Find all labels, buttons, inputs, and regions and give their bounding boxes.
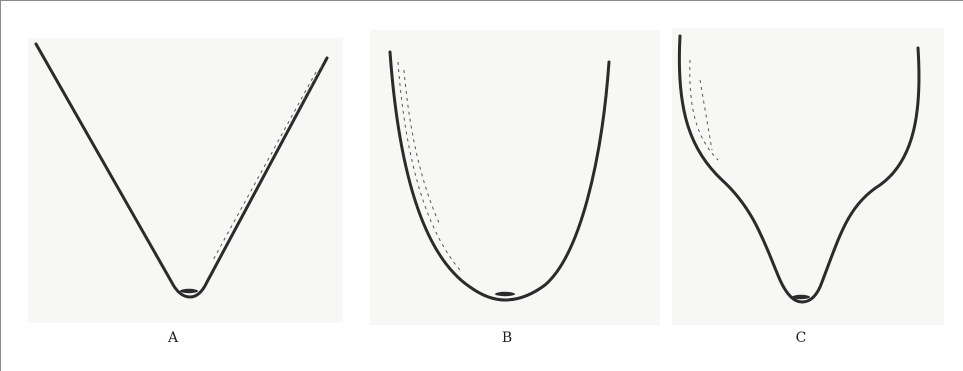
panel-label-b: B	[487, 330, 527, 346]
profile-c	[679, 36, 919, 302]
panel-label-a: A	[153, 330, 193, 346]
profile-b	[390, 52, 609, 300]
profile-b-outline	[390, 52, 609, 300]
profile-a	[36, 44, 327, 297]
profile-b-tip	[495, 292, 515, 296]
profile-a-tip	[180, 289, 198, 293]
profile-a-outline	[36, 44, 327, 297]
profile-c-tip	[792, 295, 810, 299]
panel-label-c: C	[781, 330, 821, 346]
profile-c-outline	[679, 36, 919, 302]
profile-c-shading	[690, 60, 718, 160]
